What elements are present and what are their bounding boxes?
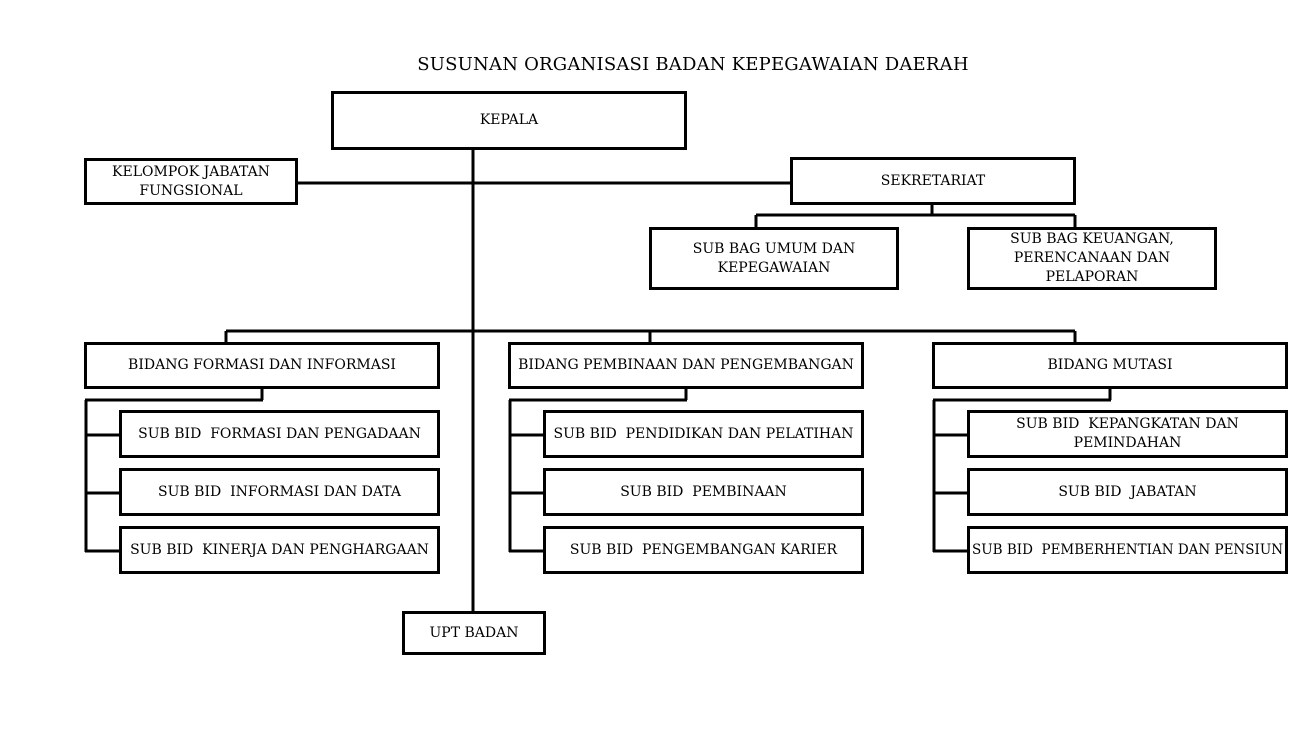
node-sub-bid-pembinaan-label: SUB BID PEMBINAAN [620,483,787,500]
node-sub-bag-keuangan-line3: PELAPORAN [1045,269,1139,285]
node-sub-bid-pemberhentian: SUB BID PEMBERHENTIAN DAN PENSIUN [967,526,1288,574]
node-sub-bid-pendidikan-label: SUB BID PENDIDIKAN DAN PELATIHAN [553,425,854,442]
node-bidang-pembinaan-label: BIDANG PEMBINAAN DAN PENGEMBANGAN [518,357,854,373]
node-sub-bid-kepangkatan-line2: PEMINDAHAN [1073,435,1182,451]
node-kjf-label-line1: KELOMPOK JABATAN [112,163,270,180]
node-sekretariat-label: SEKRETARIAT [880,172,986,189]
node-sub-bid-pendidikan: SUB BID PENDIDIKAN DAN PELATIHAN [543,410,864,458]
node-sub-bag-keuangan-line1: SUB BAG KEUANGAN, [1010,231,1174,247]
node-kelompok-jabatan-fungsional: KELOMPOK JABATAN FUNGSIONAL [84,158,298,205]
node-sub-bid-pengembangan: SUB BID PENGEMBANGAN KARIER [543,526,864,574]
node-sub-bid-formasi-label: SUB BID FORMASI DAN PENGADAAN [138,425,421,442]
node-sub-bid-jabatan: SUB BID JABATAN [967,468,1288,516]
node-sub-bid-kepangkatan-line1: SUB BID KEPANGKATAN DAN [1016,416,1239,432]
node-sub-bid-pembinaan: SUB BID PEMBINAAN [543,468,864,516]
node-upt-badan: UPT BADAN [402,611,546,655]
node-bidang-pembinaan: BIDANG PEMBINAAN DAN PENGEMBANGAN [508,342,864,389]
node-sub-bid-kepangkatan: SUB BID KEPANGKATAN DAN PEMINDAHAN [967,410,1288,458]
node-sub-bag-umum: SUB BAG UMUM DAN KEPEGAWAIAN [649,227,899,290]
node-sub-bag-umum-line2: KEPEGAWAIAN [717,259,831,276]
node-bidang-mutasi: BIDANG MUTASI [932,342,1288,389]
node-bidang-formasi-label: BIDANG FORMASI DAN INFORMASI [128,357,396,373]
node-sekretariat: SEKRETARIAT [790,157,1076,205]
node-bidang-formasi: BIDANG FORMASI DAN INFORMASI [84,342,440,389]
node-sub-bid-pengembangan-label: SUB BID PENGEMBANGAN KARIER [569,541,838,558]
node-sub-bag-umum-line1: SUB BAG UMUM DAN [692,240,856,257]
node-sub-bag-keuangan: SUB BAG KEUANGAN, PERENCANAAN DAN PELAPO… [967,227,1217,290]
node-bidang-mutasi-label: BIDANG MUTASI [1047,357,1173,373]
chart-title: SUSUNAN ORGANISASI BADAN KEPEGAWAIAN DAE… [417,54,969,75]
node-sub-bid-pemberhentian-label: SUB BID PEMBERHENTIAN DAN PENSIUN [971,541,1284,558]
node-sub-bid-kinerja: SUB BID KINERJA DAN PENGHARGAAN [119,526,440,574]
node-kjf-label-line2: FUNGSIONAL [139,182,243,199]
node-sub-bag-keuangan-line2: PERENCANAAN DAN [1013,250,1171,266]
node-kepala-label: KEPALA [479,112,539,128]
node-sub-bid-kinerja-label: SUB BID KINERJA DAN PENGHARGAAN [130,541,429,558]
node-kepala: KEPALA [331,91,687,150]
node-sub-bid-informasi-label: SUB BID INFORMASI DAN DATA [158,483,401,500]
node-sub-bid-formasi: SUB BID FORMASI DAN PENGADAAN [119,410,440,458]
node-sub-bid-informasi: SUB BID INFORMASI DAN DATA [119,468,440,516]
node-upt-badan-label: UPT BADAN [429,624,519,641]
node-sub-bid-jabatan-label: SUB BID JABATAN [1058,483,1197,500]
